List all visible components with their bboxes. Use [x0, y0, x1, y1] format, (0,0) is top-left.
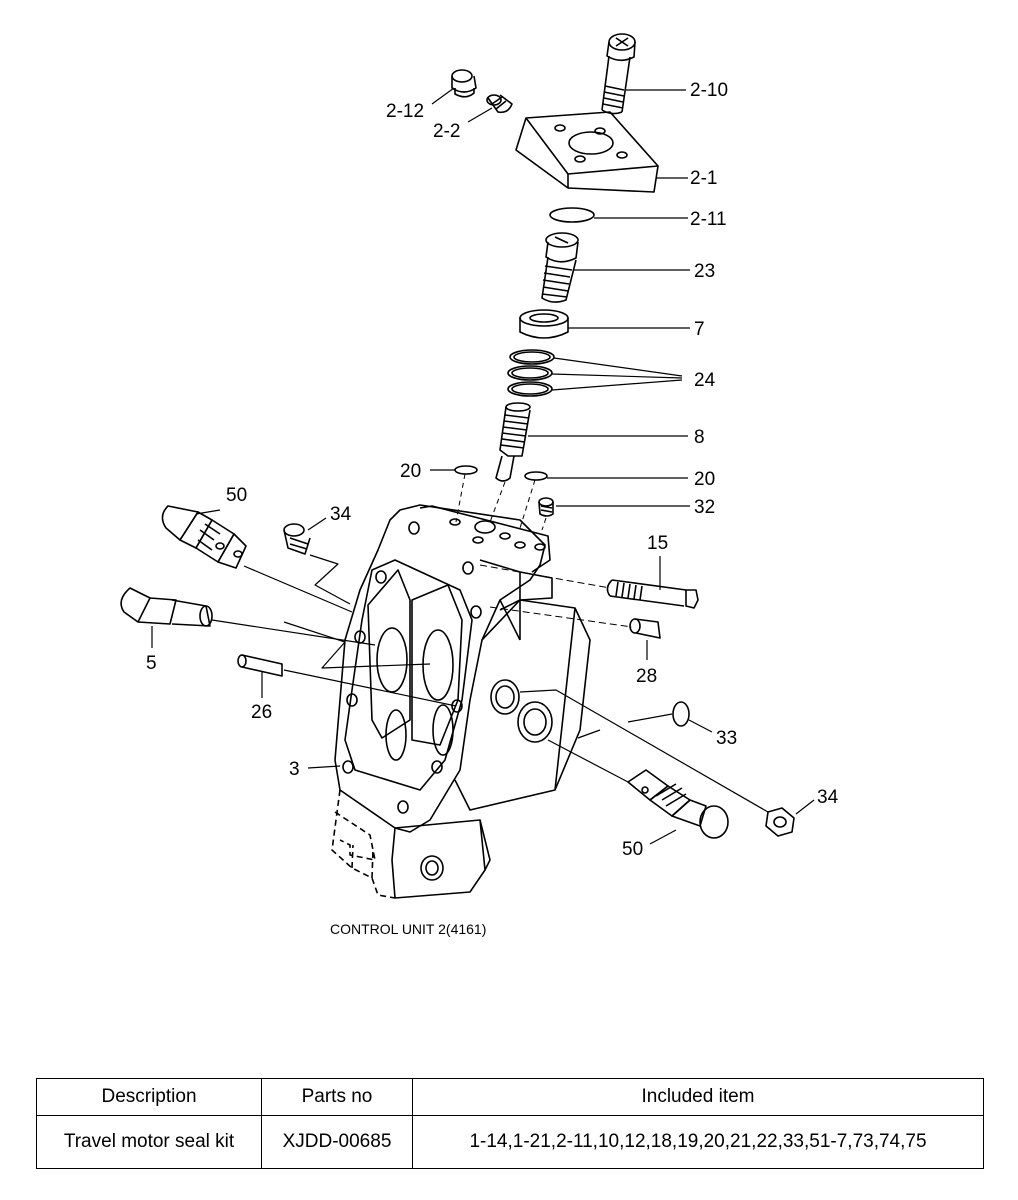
valve-50-right-line	[547, 739, 629, 783]
part-28-pin	[629, 618, 661, 639]
part-2-1-cover-block	[515, 111, 659, 193]
part-23-plug	[541, 232, 579, 303]
callout-2-1: 2-1	[690, 168, 717, 189]
valve-50-left-line	[243, 565, 353, 613]
exploded-parts-diagram: 2-12 2-2 2-10 2-1 2-11 23 7 24 8 20 20 3…	[120, 33, 839, 937]
part-3-valve-body	[331, 504, 591, 899]
callout-33: 33	[716, 728, 737, 749]
cell-description: Travel motor seal kit	[36, 1115, 262, 1169]
callout-32: 32	[694, 497, 715, 518]
callout-15: 15	[647, 533, 668, 554]
callout-3: 3	[289, 759, 300, 780]
part-32-plug	[538, 497, 554, 517]
header-description: Description	[36, 1078, 262, 1116]
part-26-pin	[237, 654, 283, 677]
part-34-plug-upper	[283, 523, 311, 555]
part-24-o-rings	[507, 349, 555, 397]
table-header-row: Description Parts no Included item	[36, 1078, 984, 1116]
part-8-spool	[495, 402, 531, 482]
diagram-caption: CONTROL UNIT 2(4161)	[330, 921, 486, 937]
part-20-o-ring-left	[454, 465, 478, 475]
plug-34-upper-line	[309, 554, 351, 605]
part-2-2-set-screw	[486, 94, 513, 114]
part-2-11-o-ring	[549, 207, 595, 223]
part-15-bolt	[606, 579, 699, 609]
part-2-12-plug	[451, 69, 477, 98]
callout-leaders	[151, 87, 815, 845]
callout-34-upper: 34	[330, 504, 352, 525]
plug-34-lower-line	[519, 689, 769, 813]
callout-2-10: 2-10	[690, 80, 728, 101]
alignment-lines	[455, 473, 547, 531]
callout-2-11: 2-11	[690, 209, 727, 230]
part-2-10-cap-screw	[601, 33, 636, 115]
header-included-item: Included item	[412, 1078, 984, 1116]
callout-20-left: 20	[400, 461, 421, 482]
callout-50-upper: 50	[226, 485, 247, 506]
callout-5: 5	[146, 653, 157, 674]
header-parts-no: Parts no	[261, 1078, 413, 1116]
part-5-line	[211, 619, 376, 646]
callout-8: 8	[694, 427, 705, 448]
callout-7: 7	[694, 319, 705, 340]
part-34-plug-lower	[765, 807, 795, 837]
callout-50-lower: 50	[622, 839, 643, 860]
part-5-pointer	[283, 621, 431, 669]
bolt-15-leader-dash	[479, 564, 611, 589]
callout-2-2: 2-2	[433, 121, 460, 142]
callout-34-lower: 34	[817, 787, 839, 808]
part-7-bushing	[519, 309, 569, 339]
part-5-cylinder	[120, 587, 213, 627]
callout-28: 28	[636, 666, 657, 687]
callout-24: 24	[694, 370, 716, 391]
callout-20-right: 20	[694, 469, 715, 490]
cell-included-item: 1-14,1-21,2-11,10,12,18,19,20,21,22,33,5…	[412, 1115, 984, 1169]
table-row: Travel motor seal kit XJDD-00685 1-14,1-…	[36, 1115, 984, 1169]
part-20-o-ring-right	[524, 471, 548, 481]
pin-28-dash	[489, 606, 633, 628]
o-ring-33-line	[577, 713, 673, 739]
part-50-valve-left	[161, 505, 247, 569]
callout-2-12: 2-12	[386, 101, 424, 122]
part-50-valve-right	[627, 769, 729, 839]
pin-26-line	[283, 669, 457, 707]
callout-26: 26	[251, 702, 272, 723]
cell-parts-no: XJDD-00685	[261, 1115, 413, 1169]
part-33-o-ring	[672, 701, 690, 727]
parts-kit-table: Description Parts no Included item Trave…	[36, 1078, 984, 1169]
callout-23: 23	[694, 261, 715, 282]
